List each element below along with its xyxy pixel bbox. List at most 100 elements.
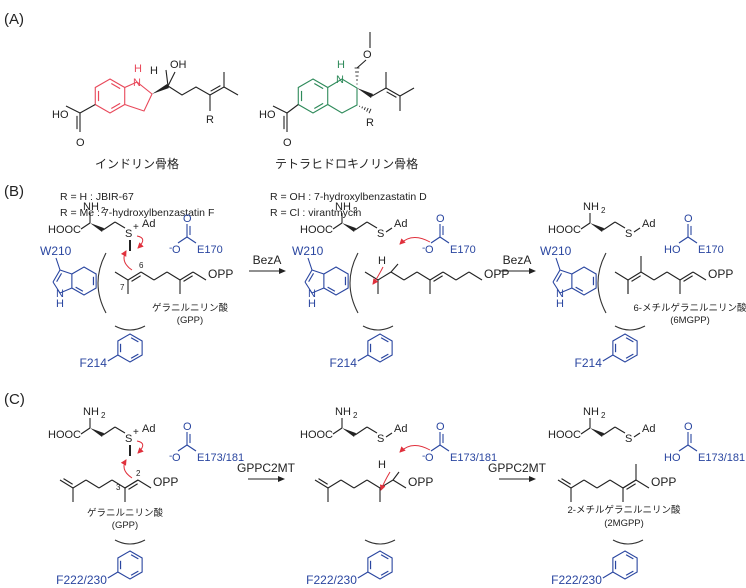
bond-line (555, 257, 561, 271)
bond-line (114, 271, 129, 281)
sam-sulfur-label: S (125, 433, 132, 445)
bond-chain (304, 281, 325, 294)
gpp-name-label: ゲラニルニリン酸 (152, 302, 229, 314)
indole-n-label: N (56, 288, 64, 300)
bond-chain (552, 281, 573, 294)
electron-pushing-arrow (399, 237, 431, 245)
bond-line (327, 286, 336, 292)
electron-pushing-arrow (372, 266, 384, 285)
bond-line (687, 444, 698, 452)
glutamate-label: E173/181 (450, 452, 497, 464)
phenylalanine-ring (367, 333, 393, 363)
sam-nh2-subscript: 2 (353, 411, 358, 420)
glutamate-label: E170 (450, 244, 476, 256)
panel-label-c: (C) (4, 391, 25, 408)
bond-line (625, 353, 634, 359)
binding-pocket-left-wall (349, 252, 359, 314)
bond-line (635, 479, 650, 489)
carbon-number-6: 6 (139, 261, 144, 270)
bond-line (165, 69, 169, 87)
sam-adenosyl-label: Ad (394, 218, 407, 230)
bond-line (622, 479, 637, 489)
bond-line (65, 105, 81, 114)
migrating-proton-label: H (378, 459, 386, 471)
tryptophan-indole-benzene (71, 266, 97, 296)
bond-line (166, 271, 181, 281)
bond-line (55, 257, 61, 271)
bond-line (356, 59, 367, 69)
wedge-bond (357, 88, 374, 98)
sam-nh2-label: NH (583, 201, 599, 213)
phenylalanine-label: F214 (575, 356, 603, 370)
tryptophan-label: W210 (40, 244, 72, 258)
bond-line (131, 275, 141, 282)
bond-line (72, 479, 87, 489)
bond-line (614, 271, 629, 281)
bond-line (314, 102, 324, 110)
bond-line (392, 479, 407, 489)
quinoline-r-atom: R (366, 117, 374, 129)
bond-line (340, 479, 355, 489)
bond-line (653, 271, 668, 281)
carboxyl-ho-label: HO (664, 244, 681, 256)
bond-line (327, 479, 342, 489)
bond-line (442, 271, 457, 281)
indoline-oh-atom: OH (170, 59, 187, 71)
sam-nh2-label: NH (83, 406, 99, 418)
bond-line (137, 479, 152, 489)
bond-line (380, 570, 389, 576)
bond-line (130, 353, 139, 359)
bezA-enzyme-label-2: BezA (503, 253, 532, 267)
bond-line (179, 271, 194, 281)
bond-line (631, 275, 641, 282)
bond-line (314, 82, 324, 90)
carboxylate-charge: - (169, 451, 172, 462)
hash-mark (366, 107, 369, 112)
bond-line (679, 271, 694, 281)
bond-line (192, 271, 207, 281)
phenylalanine-ring (367, 550, 393, 580)
bond-line (556, 273, 563, 282)
bond-line (357, 354, 369, 362)
bezA-enzyme-label-1: BezA (253, 253, 282, 267)
opp-label: OPP (708, 267, 733, 281)
bond-line (633, 227, 641, 233)
glutamate-label: E173/181 (197, 452, 244, 464)
2mgpp-abbr-label: (2MGPP) (604, 518, 644, 529)
indoline-substituent-1: R = H : JBIR-67 (60, 191, 134, 203)
bond-line (102, 426, 116, 436)
bond-line (102, 221, 116, 231)
glutamate-label: E173/181 (698, 452, 745, 464)
sam-nh2-label: NH (583, 406, 599, 418)
bond-line (98, 479, 113, 489)
quinoline-benzene-ring (297, 78, 329, 114)
bond-line (377, 271, 392, 281)
bond-line (56, 273, 63, 282)
carboxylate-o-label: O (425, 244, 434, 256)
wedge-bond (590, 428, 605, 437)
bond-line (354, 426, 368, 436)
sam-nh2-subscript: 2 (601, 411, 606, 420)
gpp-abbr-label: (GPP) (112, 520, 138, 531)
bond-line (52, 269, 61, 283)
bond-line (85, 479, 100, 489)
migrating-proton-label: H (378, 255, 386, 267)
sam-hooc-label: HOOC (548, 224, 581, 236)
bond-line (308, 273, 315, 282)
bond-line (580, 427, 591, 435)
sam-adenosyl-label: Ad (642, 218, 655, 230)
electron-pushing-arrow (136, 235, 144, 249)
opp-label: OPP (651, 475, 676, 489)
bond-line (111, 102, 121, 110)
bond-line (678, 236, 689, 244)
sam-positive-charge: + (133, 427, 139, 438)
bond-line (614, 221, 626, 229)
bond-line (552, 269, 561, 283)
sam-sulfur-label: S (125, 228, 132, 240)
sam-nh2-subscript: 2 (601, 206, 606, 215)
carbon-number-2: 2 (136, 469, 141, 478)
bond-line (167, 71, 176, 87)
bond-line (602, 354, 614, 362)
bond-chain (52, 281, 73, 294)
sam-hooc-label: HOOC (300, 224, 333, 236)
